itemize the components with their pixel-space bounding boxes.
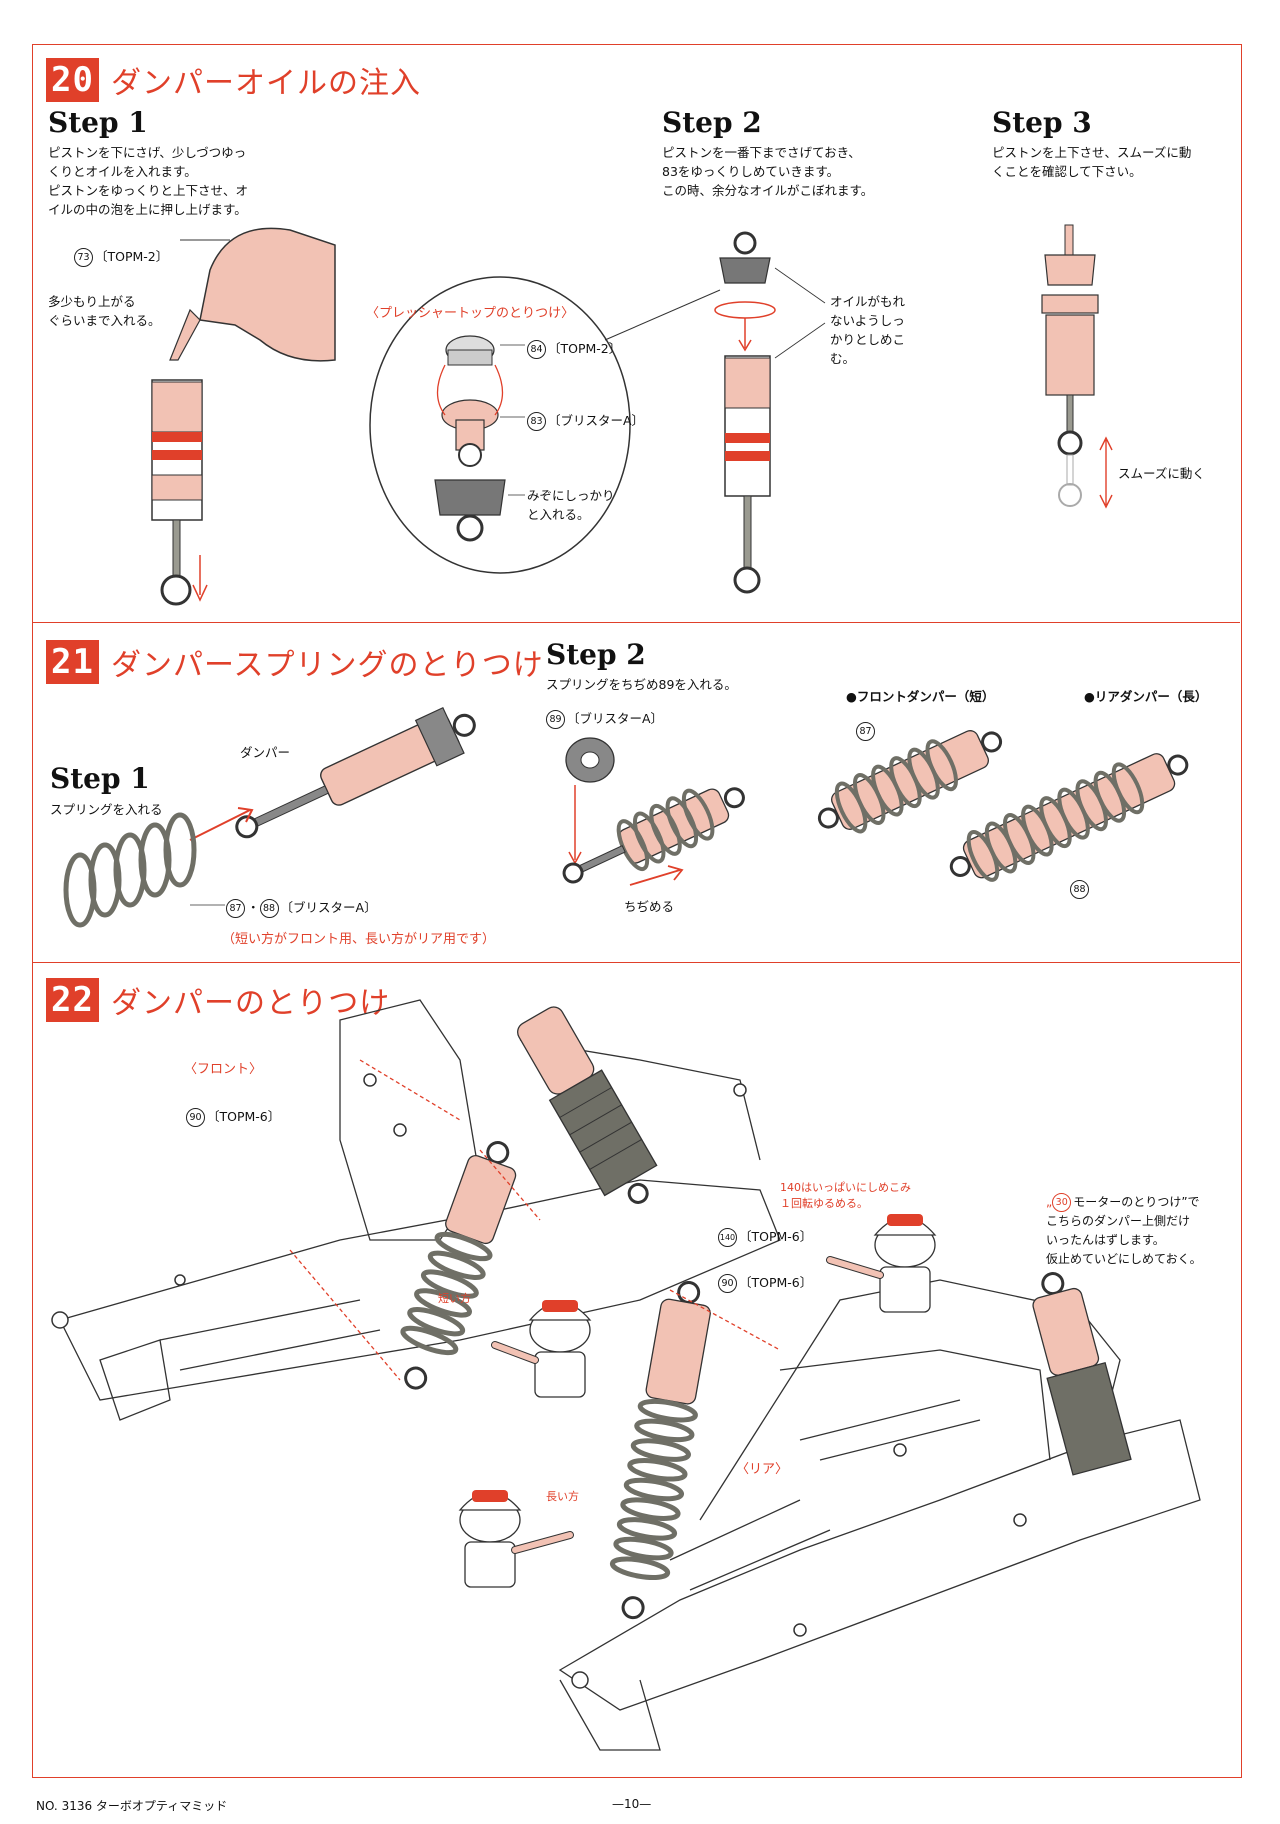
assembly-arrows	[289, 1059, 781, 1381]
divider-1	[32, 622, 1240, 623]
inset-part-84: 84〔TOPM-2〕	[527, 338, 621, 359]
s20-part-73-label: 73〔TOPM-2〕	[74, 246, 168, 267]
mascot-short	[491, 1300, 592, 1398]
section-20-title: 20 ダンパーオイルの注入	[46, 58, 421, 102]
section-number: 22	[46, 978, 99, 1022]
p90-front-label: 90〔TOPM-6〕	[186, 1106, 280, 1127]
s20-step1-text: ピストンを下にさげ、少しづつゆっ くりとオイルを入れます。 ピストンをゆっくりと…	[48, 145, 249, 217]
mascot-long	[458, 1490, 574, 1588]
inset-note: みぞにしっかり と入れる。	[527, 488, 615, 522]
section-21-title: 21 ダンパースプリングのとりつけ	[46, 640, 544, 684]
s20-step3-note: スムーズに動く	[1118, 466, 1205, 481]
rear-label: 〈リア〉	[736, 1462, 789, 1477]
inset-title: 〈プレッシャートップのとりつけ〉	[366, 306, 575, 321]
s21-assembled-dampers	[817, 730, 1189, 882]
short-label: 短い方	[438, 1292, 471, 1305]
p140-note: 140はいっぱいにしめこみ １回転ゆるめる。	[780, 1181, 911, 1210]
section-title-text: ダンパーのとりつけ	[110, 986, 391, 1021]
rear-damper-part: 88	[1070, 880, 1091, 899]
s20-step3-heading: Step 3	[992, 106, 1092, 139]
section-22-title: 22 ダンパーのとりつけ	[46, 978, 390, 1022]
s20-step3-text: ピストンを上下させ、スムーズに動 くことを確認して下さい。	[992, 145, 1192, 179]
s21-front-rear-note: （短い方がフロント用、長い方がリア用です）	[222, 932, 496, 947]
rear-long-damper	[609, 1281, 711, 1620]
s21-step2-heading: Step 2	[546, 638, 646, 671]
compress-label: ちぢめる	[624, 899, 675, 914]
s21-part-87-88: 87・88〔ブリスターA〕	[226, 897, 377, 918]
rear-damper-label: ●リアダンパー（長）	[1084, 689, 1208, 704]
s21-part-89: 89〔ブリスターA〕	[546, 708, 663, 729]
s21-step1-illustration	[63, 706, 476, 928]
page-number: —10—	[612, 1797, 652, 1811]
front-damper-part: 87	[856, 722, 877, 741]
oil-bottle-illustration	[151, 227, 336, 606]
p90-rear-label: 90〔TOPM-6〕	[718, 1272, 812, 1293]
p140-label: 140〔TOPM-6〕	[718, 1226, 812, 1247]
step2-damper-illustration	[714, 231, 826, 594]
s21-step2-illustration	[562, 737, 745, 886]
section-number: 20	[46, 58, 99, 102]
footer-model: NO. 3136 ターボオプティマミッド	[36, 1799, 228, 1813]
front-damper-rear-view	[517, 1006, 658, 1204]
page-frame	[32, 44, 1242, 1778]
section-number: 21	[46, 640, 99, 684]
s20-step1-heading: Step 1	[48, 106, 148, 139]
s21-step1-heading: Step 1	[50, 762, 150, 795]
mascot-p140	[826, 1214, 937, 1313]
damper-label: ダンパー	[240, 745, 291, 760]
s21-step1-text: スプリングを入れる	[50, 802, 163, 817]
s20-step2-heading: Step 2	[662, 106, 762, 139]
section-title-text: ダンパーオイルの注入	[110, 66, 421, 101]
rear-right-damper	[1032, 1272, 1132, 1476]
s20-fill-note: 多少もり上がる ぐらいまで入れる。	[48, 294, 161, 328]
section-title-text: ダンパースプリングのとりつけ	[110, 648, 544, 683]
s20-step2-note: オイルがもれ ないようしっ かりとしめこ む。	[830, 294, 906, 366]
front-short-damper	[400, 1141, 517, 1390]
s20-step2-text: ピストンを一番下までさげておき、 83をゆっくりしめていきます。 この時、余分な…	[662, 145, 874, 198]
long-label: 長い方	[546, 1490, 579, 1503]
step3-damper-illustration	[1041, 224, 1113, 509]
front-label: 〈フロント〉	[184, 1062, 263, 1077]
inset-part-83: 83〔ブリスターA〕	[527, 410, 644, 431]
spring-coil	[63, 812, 197, 928]
divider-2	[32, 962, 1240, 963]
s21-step2-text: スプリングをちぢめ89を入れる。	[546, 677, 737, 692]
pressure-top-inset	[369, 276, 721, 574]
front-damper-label: ●フロントダンパー（短）	[846, 689, 995, 704]
